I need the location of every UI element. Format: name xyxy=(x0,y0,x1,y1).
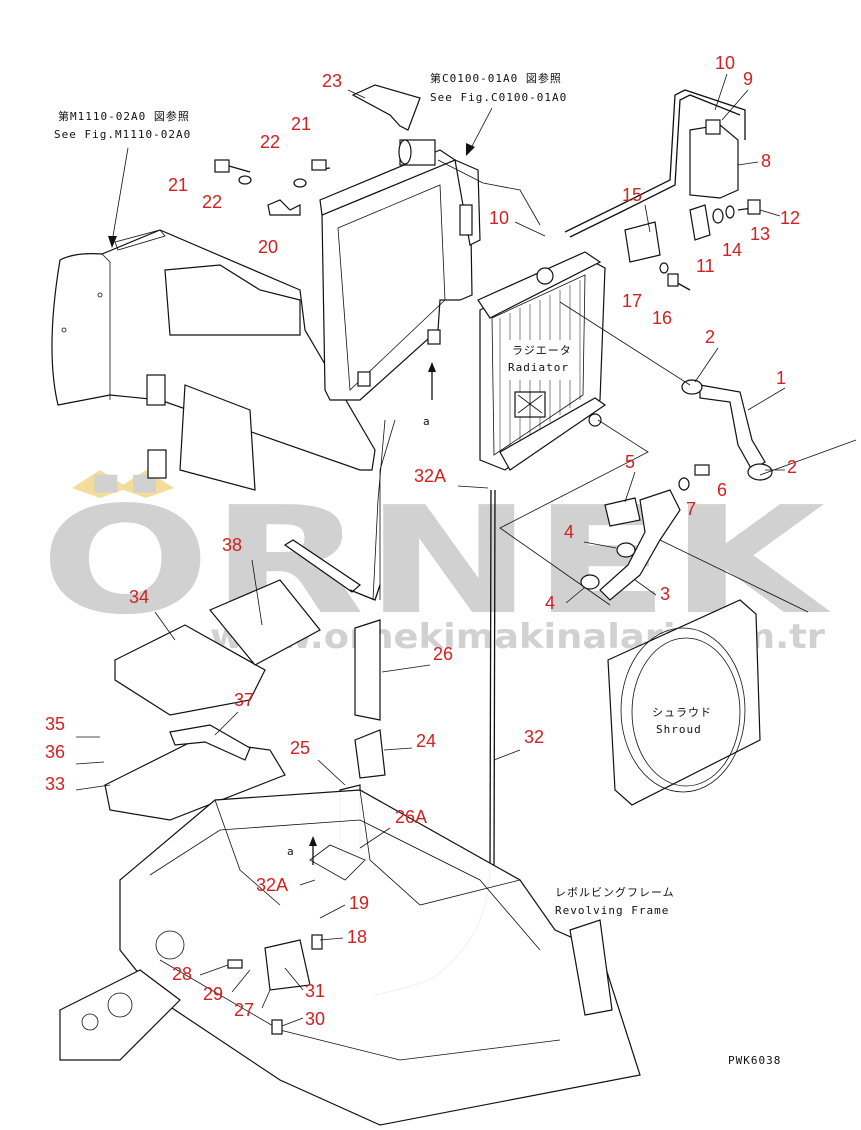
callout-23: 23 xyxy=(322,71,342,91)
callout-36: 36 xyxy=(45,742,65,762)
callout-27: 27 xyxy=(234,1000,254,1020)
callout-22-top: 22 xyxy=(260,132,280,152)
ref-top-center-jp: 第C0100-01A0 図参照 xyxy=(430,71,562,85)
callout-11: 11 xyxy=(696,256,715,276)
side-cover xyxy=(51,229,376,491)
callout-29: 29 xyxy=(203,984,223,1004)
radiator-label-jp: ラジエータ xyxy=(512,344,572,357)
reserve-tank xyxy=(564,89,761,291)
ref-top-center-en: See Fig.C0100-01A0 xyxy=(430,91,567,104)
callout-6: 6 xyxy=(717,480,727,500)
callout-34: 34 xyxy=(129,587,149,607)
drawing-number: PWK6038 xyxy=(728,1054,781,1067)
callout-19: 19 xyxy=(349,893,369,913)
leader-lines xyxy=(437,159,857,613)
hoses xyxy=(580,379,773,601)
callout-10-mid: 10 xyxy=(489,208,509,228)
frame-label-en: Revolving Frame xyxy=(555,904,669,917)
callout-17: 17 xyxy=(622,291,642,311)
plate-23 xyxy=(351,84,421,131)
radiator-frame xyxy=(319,139,481,401)
revolving-frame xyxy=(59,789,641,1126)
callout-35: 35 xyxy=(45,714,65,734)
shroud xyxy=(607,599,761,806)
view-a-label-top: a xyxy=(423,415,431,428)
callout-18: 18 xyxy=(347,927,367,947)
callout-2-right: 2 xyxy=(787,457,797,477)
callout-32: 32 xyxy=(524,727,544,747)
radiator xyxy=(477,251,607,471)
hinge-rod xyxy=(283,419,396,601)
callout-20: 20 xyxy=(258,237,278,257)
callout-21-left: 21 xyxy=(168,175,188,195)
callout-30: 30 xyxy=(305,1009,325,1029)
shroud-label-jp: シュラウド xyxy=(652,706,712,719)
frame-label-jp: レボルビングフレーム xyxy=(555,885,675,899)
callout-leaders xyxy=(75,73,786,1027)
callout-7: 7 xyxy=(686,499,696,519)
callout-2-top: 2 xyxy=(705,327,715,347)
callout-21-top: 21 xyxy=(291,114,311,134)
callout-4-bottom: 4 xyxy=(545,593,555,613)
callout-3: 3 xyxy=(660,584,670,604)
callout-33: 33 xyxy=(45,774,65,794)
callout-4-top: 4 xyxy=(564,522,574,542)
callout-25: 25 xyxy=(290,738,310,758)
callouts: 23 10 9 8 12 13 14 11 15 10 17 16 21 22 … xyxy=(45,53,800,1029)
ref-top-left-jp: 第M1110-02A0 図参照 xyxy=(58,109,190,123)
callout-24: 24 xyxy=(416,731,436,751)
callout-12: 12 xyxy=(780,208,800,228)
bolt-group-top xyxy=(214,159,331,216)
callout-13: 13 xyxy=(750,224,770,244)
ref-leaders xyxy=(108,107,493,248)
radiator-label-en: Radiator xyxy=(508,361,569,374)
callout-5: 5 xyxy=(625,452,635,472)
callout-9: 9 xyxy=(743,69,753,89)
ref-top-left-en: See Fig.M1110-02A0 xyxy=(54,128,191,141)
callout-1: 1 xyxy=(776,368,786,388)
view-arrows xyxy=(309,362,436,865)
callout-32A-bottom: 32A xyxy=(256,875,288,895)
callout-16: 16 xyxy=(652,308,672,328)
callout-31: 31 xyxy=(305,981,325,1001)
shroud-label-en: Shroud xyxy=(656,723,702,736)
callout-15: 15 xyxy=(622,185,642,205)
callout-37: 37 xyxy=(234,690,254,710)
callout-14: 14 xyxy=(722,240,742,260)
callout-22-left: 22 xyxy=(202,192,222,212)
callout-8: 8 xyxy=(761,151,771,171)
callout-28: 28 xyxy=(172,964,192,984)
callout-26: 26 xyxy=(433,644,453,664)
callout-32A-top: 32A xyxy=(414,466,446,486)
callout-10-top: 10 xyxy=(715,53,735,73)
view-a-label-bottom: a xyxy=(287,845,295,858)
callout-38: 38 xyxy=(222,535,242,555)
callout-26A: 26A xyxy=(395,807,427,827)
watermark-accent xyxy=(72,470,128,498)
